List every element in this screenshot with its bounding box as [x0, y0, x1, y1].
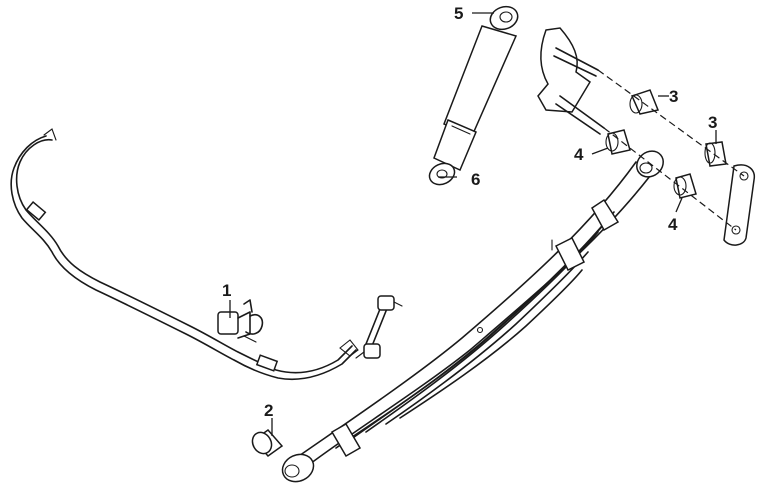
callout-4-upper: 4 — [574, 145, 584, 164]
leader-lines — [229, 12, 717, 436]
callout-3-lower: 3 — [708, 113, 717, 132]
callout-5: 5 — [454, 4, 463, 23]
stabilizer-bar — [10, 128, 359, 381]
callout-4-lower: 4 — [668, 215, 678, 234]
bushing-parts — [605, 89, 727, 199]
leaf-spring — [281, 150, 664, 483]
spring-hanger-bracket — [537, 27, 605, 135]
callout-1: 1 — [222, 281, 231, 300]
stabilizer-bushing-part — [217, 299, 264, 343]
spring-front-bushing-part — [251, 428, 284, 458]
shock-absorber — [428, 5, 519, 186]
callout-6: 6 — [471, 170, 480, 189]
assembly-lines — [597, 69, 745, 231]
stabilizer-link — [355, 295, 403, 359]
spring-shackle — [723, 164, 756, 246]
callout-3-upper: 3 — [669, 87, 678, 106]
callout-2: 2 — [264, 401, 273, 420]
